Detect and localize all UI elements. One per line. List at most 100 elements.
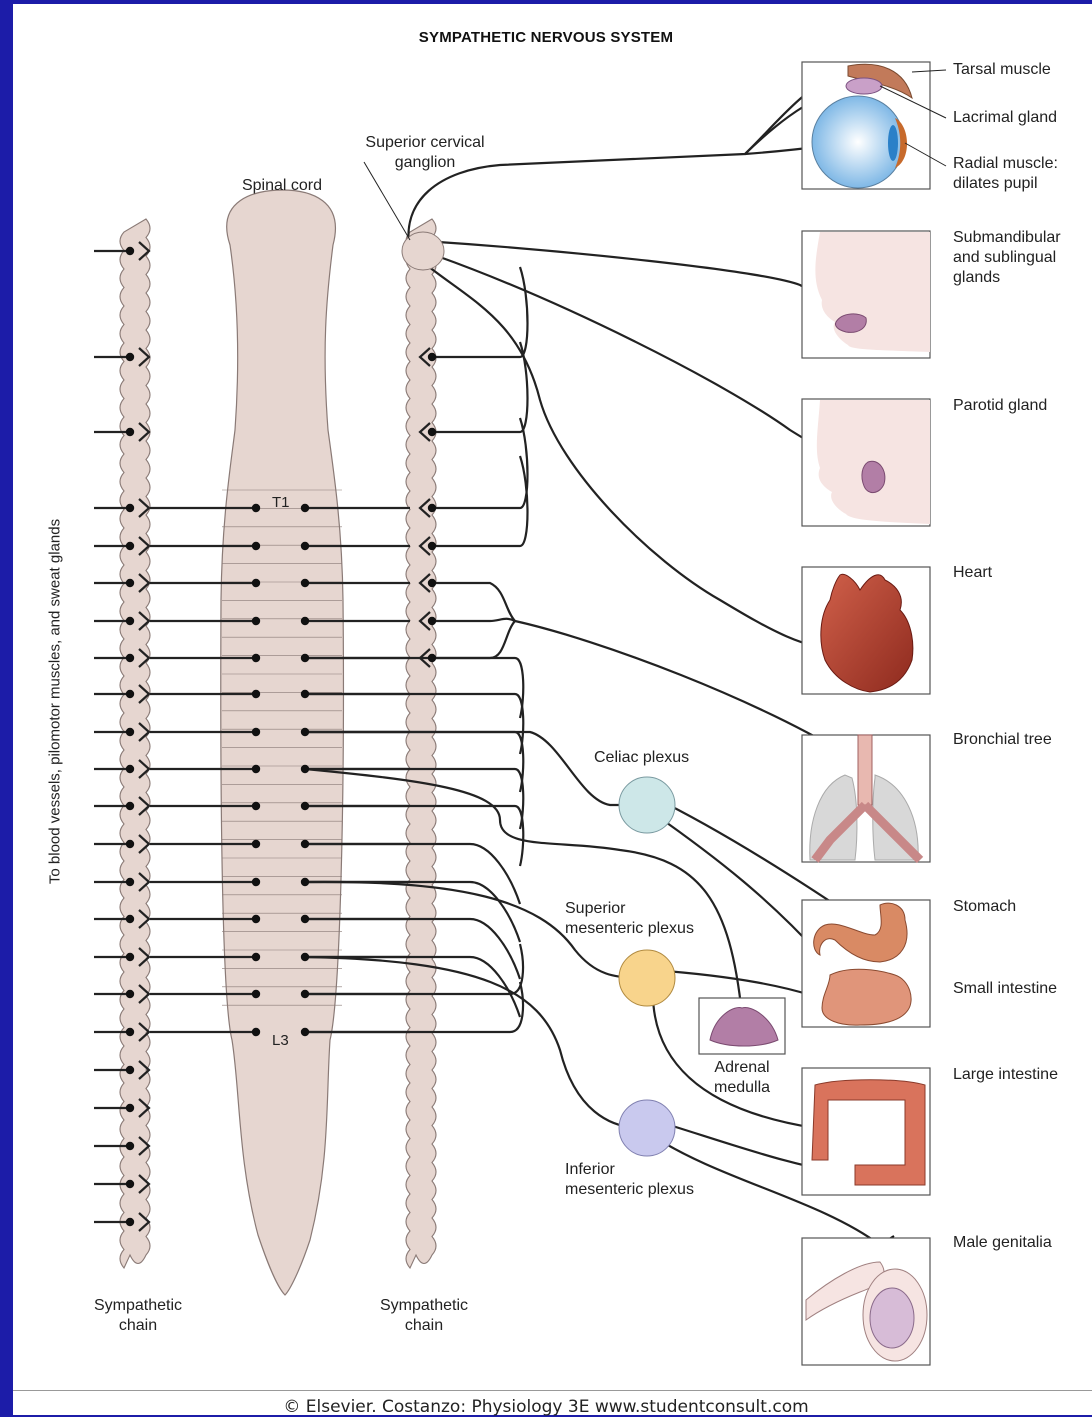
synapse-dot (126, 728, 134, 736)
label-chain-left: Sympathetic chain (78, 1296, 198, 1336)
footer-credit: © Elsevier. Costanzo: Physiology 3E www.… (0, 1397, 1092, 1417)
synapse-dot (252, 542, 260, 550)
synapse-dot (126, 617, 134, 625)
synapse-dot (126, 990, 134, 998)
vertical-label: To blood vessels, pilomotor muscles, and… (47, 392, 64, 1012)
synapse-dot (301, 617, 309, 625)
synapse-dot (252, 1028, 260, 1036)
synapse-dot (126, 247, 134, 255)
synapse-dot (252, 878, 260, 886)
synapse-dot (126, 1218, 134, 1226)
inferior-mesenteric-plexus (619, 1100, 675, 1156)
synapse-dot (252, 953, 260, 961)
label-stomach: Stomach (953, 897, 1016, 917)
synapse-dot (252, 915, 260, 923)
label-submandibular: Submandibular and sublingual glands (953, 228, 1061, 288)
synapse-dot (126, 802, 134, 810)
synapse-dot (126, 1066, 134, 1074)
synapse-dot (126, 690, 134, 698)
synapse-dot (428, 353, 436, 361)
synapse-dot (301, 728, 309, 736)
synapse-dot (126, 953, 134, 961)
synapse-dot (126, 1028, 134, 1036)
synapse-dot (126, 915, 134, 923)
chain-right-outline (406, 219, 436, 1268)
label-l3: L3 (272, 1031, 289, 1051)
superior-mesenteric-plexus (619, 950, 675, 1006)
celiac-plexus (619, 777, 675, 833)
synapse-dot (126, 878, 134, 886)
synapse-dot (428, 579, 436, 587)
synapse-dot (126, 1142, 134, 1150)
label-chain-right: Sympathetic chain (364, 1296, 484, 1336)
synapse-dot (301, 504, 309, 512)
chain-join (432, 619, 515, 621)
fiber-to-heart (424, 263, 845, 650)
synapse-dot (301, 765, 309, 773)
synapse-dot (301, 878, 309, 886)
synapse-dot (126, 353, 134, 361)
label-male-genitalia: Male genitalia (953, 1233, 1052, 1253)
synapse-dot (428, 504, 436, 512)
synapse-dot (252, 654, 260, 662)
synapse-dot (252, 728, 260, 736)
synapse-dot (126, 579, 134, 587)
synapse-dot (252, 765, 260, 773)
page-title: SYMPATHETIC NERVOUS SYSTEM (0, 29, 1092, 46)
label-parotid: Parotid gland (953, 396, 1047, 416)
synapse-dot (252, 990, 260, 998)
synapse-dot (126, 654, 134, 662)
synapse-dot (301, 542, 309, 550)
synapse-dot (252, 840, 260, 848)
synapse-dot (252, 690, 260, 698)
heart-illustration (821, 574, 913, 692)
synapse-dot (126, 765, 134, 773)
synapse-dot (252, 579, 260, 587)
label-inferior-mesenteric: Inferior mesenteric plexus (565, 1160, 694, 1200)
synapse-dot (301, 802, 309, 810)
synapse-dot (428, 654, 436, 662)
chain-ascending (432, 456, 528, 546)
label-radial-muscle: Radial muscle: dilates pupil (953, 154, 1058, 194)
synapse-dot (301, 654, 309, 662)
label-large-intestine: Large intestine (953, 1065, 1058, 1085)
synapse-dot (428, 542, 436, 550)
synapse-dot (301, 1028, 309, 1036)
label-bronchial-tree: Bronchial tree (953, 730, 1052, 750)
synapse-dot (301, 690, 309, 698)
label-t1: T1 (272, 493, 290, 513)
footer-divider (13, 1390, 1092, 1391)
synapse-dot (126, 1180, 134, 1188)
synapse-dot (126, 840, 134, 848)
fiber-to-bronchial (432, 583, 855, 760)
synapse-dot (126, 504, 134, 512)
label-celiac-plexus: Celiac plexus (594, 748, 689, 768)
synapse-dot (428, 428, 436, 436)
label-superior-cervical-ganglion: Superior cervical ganglion (345, 133, 505, 173)
synapse-dot (301, 990, 309, 998)
label-adrenal-medulla: Adrenal medulla (682, 1058, 802, 1098)
label-lacrimal-gland: Lacrimal gland (953, 108, 1057, 128)
synapse-dot (252, 504, 260, 512)
synapse-dot (301, 579, 309, 587)
chain-join (432, 621, 515, 658)
label-tarsal-muscle: Tarsal muscle (953, 60, 1051, 80)
synapse-dot (252, 617, 260, 625)
synapse-dot (301, 840, 309, 848)
synapse-dot (126, 542, 134, 550)
synapse-dot (301, 915, 309, 923)
parotid-gland (862, 461, 885, 492)
label-superior-mesenteric: Superior mesenteric plexus (565, 899, 694, 939)
synapse-dot (126, 428, 134, 436)
label-spinal-cord: Spinal cord (222, 176, 342, 196)
synapse-dot (301, 953, 309, 961)
chain-ascending (432, 342, 528, 432)
synapse-dot (428, 617, 436, 625)
to-inf-mesenteric (305, 957, 641, 1128)
synapse-dot (252, 802, 260, 810)
synapse-dot (126, 1104, 134, 1112)
label-small-intestine: Small intestine (953, 979, 1057, 999)
label-heart: Heart (953, 563, 992, 583)
spinal-cord (221, 190, 344, 1295)
